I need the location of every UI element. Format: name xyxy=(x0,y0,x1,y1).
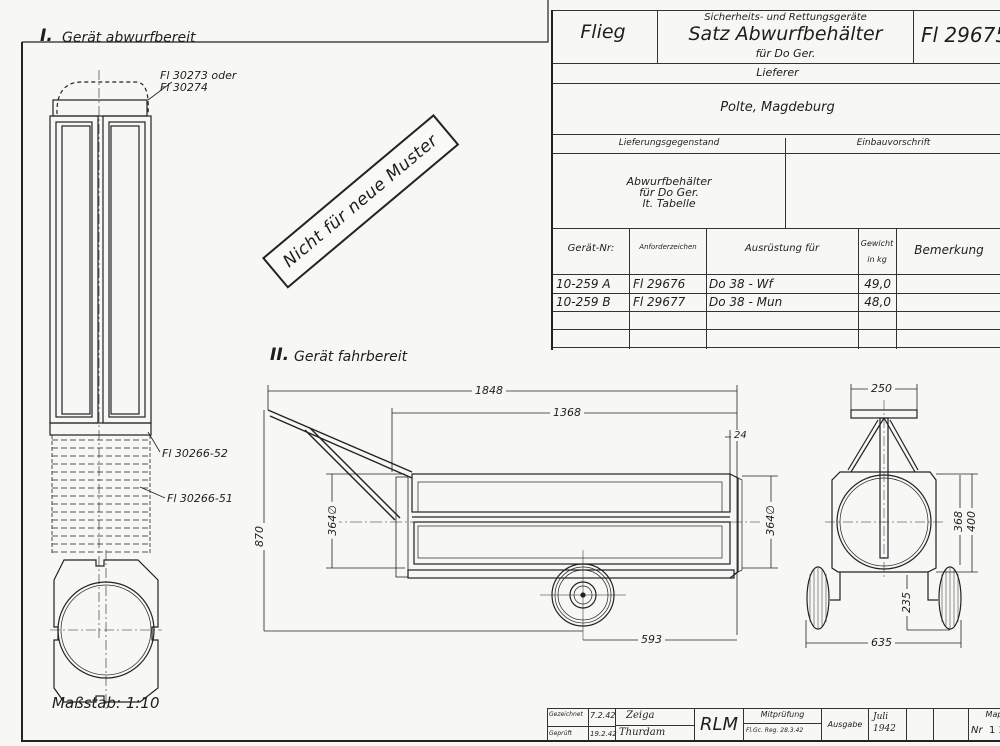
dim-handle-width: 250 xyxy=(868,382,895,395)
table-row: 10-259 A Fl 29676 Do 38 - Wf 49,0 xyxy=(553,275,1000,294)
col-request-code: Anforderzeichen xyxy=(639,243,697,251)
view1-numeral: I. xyxy=(40,26,53,46)
title-block-header: Flieg Sicherheits- und Rettungsgeräte Sa… xyxy=(553,10,1000,64)
title-cell: Sicherheits- und Rettungsgeräte Satz Abw… xyxy=(657,11,914,63)
title-main: Satz Abwurfbehälter xyxy=(688,23,883,45)
install-label: Einbauvorschrift xyxy=(856,138,931,148)
checked-label: Geprüft xyxy=(549,730,572,737)
checked-date: 19.2.42 xyxy=(590,730,617,738)
review-value: Fl.Gc. Reg. 28.3.42 xyxy=(746,727,804,734)
drawn-signature: Zeiga xyxy=(616,709,694,726)
dim-axle-offset: 593 xyxy=(638,633,665,646)
review-cell: Mitprüfung Fl.Gc. Reg. 28.3.42 xyxy=(744,709,822,741)
signatures: Zeiga Thurdam xyxy=(616,709,695,741)
dim-ground-clearance: 235 xyxy=(900,589,913,616)
delivery-header-row: Lieferungsgegenstand Einbauvorschrift xyxy=(553,135,1000,154)
label-bellows-51: Fl 30266-51 xyxy=(167,492,233,505)
checked-signature: Thurdam xyxy=(619,727,666,738)
table-cell: Fl 29677 xyxy=(633,295,686,309)
table-row xyxy=(553,329,1000,348)
folder-label: Mappe xyxy=(985,710,1000,719)
scale-label: Maßstab: 1:10 xyxy=(52,694,160,712)
table-row xyxy=(553,311,1000,330)
supplier-label-row: Lieferer xyxy=(553,63,1000,84)
dim-diameter-left: 364∅ xyxy=(325,502,339,539)
dim-body-length: 1368 xyxy=(550,406,584,419)
table-row: 10-259 B Fl 29677 Do 38 - Mun 48,0 xyxy=(553,293,1000,312)
category-label: Flieg xyxy=(580,21,626,43)
table-cell: Do 38 - Wf xyxy=(709,277,773,291)
folder-nr-label: Nr xyxy=(971,725,983,736)
col-divider xyxy=(706,229,707,349)
col-equipment-for: Ausrüstung für xyxy=(744,243,820,254)
delivery-line-1: Abwurfbehälter xyxy=(626,175,712,188)
view3-trailer-front xyxy=(806,400,962,630)
col-remark: Bemerkung xyxy=(914,243,984,257)
issue-label: Ausgabe xyxy=(822,709,869,741)
delivery-line-2: für Do Ger. xyxy=(639,186,699,199)
dim-diameter-right: 364∅ xyxy=(763,502,777,539)
dim-end-ring: 24 xyxy=(731,430,750,441)
dim-inner-height: 368 xyxy=(952,508,965,535)
col-divider xyxy=(858,229,859,349)
view1-title: Gerät abwurfbereit xyxy=(62,30,196,46)
col-device-nr: Gerät-Nr: xyxy=(567,243,615,254)
label-cap-part-alt: Fl 30274 xyxy=(160,81,208,94)
view2-title: Gerät fahrbereit xyxy=(294,349,408,365)
view2-wheel xyxy=(540,550,626,640)
view2-numeral: II. xyxy=(270,345,290,365)
dates: 7.2.42 19.2.42 xyxy=(589,709,617,741)
frame-top xyxy=(22,0,549,43)
drawn-label: Gezeichnet xyxy=(548,709,588,727)
delivery-row: Abwurfbehälter für Do Ger. lt. Tabelle xyxy=(553,154,1000,229)
dim-track-width: 635 xyxy=(868,636,895,649)
table-cell: 48,0 xyxy=(864,295,891,309)
issue-date: Juli 1942 xyxy=(869,709,907,741)
drawing-number: Fl 29675 xyxy=(921,23,1000,47)
label-cap-part: Fl 30273 oder xyxy=(160,69,237,82)
table-cell: 10-259 B xyxy=(556,295,611,309)
folder-cell: Mappe Nr 1 3 8 xyxy=(969,709,1000,741)
supplier-row: Polte, Magdeburg xyxy=(553,84,1000,135)
dim-height: 870 xyxy=(253,523,266,550)
view1-container xyxy=(49,70,173,640)
view2-trailer-side xyxy=(267,409,760,640)
table-header-row: Gerät-Nr: Anforderzeichen Ausrüstung für… xyxy=(553,229,1000,275)
dim-outer-height: 400 xyxy=(965,508,978,535)
title-sub: für Do Ger. xyxy=(755,47,816,60)
view1-cross-section xyxy=(50,550,162,712)
table-cell: Do 38 - Mun xyxy=(709,295,783,309)
blank-cell xyxy=(934,709,969,741)
equipment-table: Gerät-Nr: Anforderzeichen Ausrüstung für… xyxy=(553,229,1000,349)
drawn-checked-labels: Gezeichnet Geprüft xyxy=(548,709,589,741)
supplier-label: Lieferer xyxy=(756,66,799,79)
delivery-label: Lieferungsgegenstand xyxy=(553,138,786,153)
col-divider xyxy=(629,229,630,349)
folder-number: 1 3 8 xyxy=(989,725,1000,736)
authority-rlm: RLM xyxy=(695,709,744,741)
title-subtitle: Sicherheits- und Rettungsgeräte xyxy=(704,12,867,23)
table-cell: 49,0 xyxy=(864,277,891,291)
col-weight: Gewicht in kg xyxy=(860,239,894,264)
supplier-name: Polte, Magdeburg xyxy=(720,100,835,115)
label-bellows-52: Fl 30266-52 xyxy=(162,447,228,460)
table-cell: Fl 29676 xyxy=(633,277,686,291)
delivery-text-cell: Abwurfbehälter für Do Ger. lt. Tabelle xyxy=(553,154,786,228)
frame-left-bottom xyxy=(21,42,548,742)
blank-cell xyxy=(908,709,934,741)
delivery-line-3: lt. Tabelle xyxy=(642,197,696,210)
approval-strip: Gezeichnet Geprüft 7.2.42 19.2.42 Zeiga … xyxy=(547,708,1000,741)
drawn-date: 7.2.42 xyxy=(589,709,615,727)
dim-overall-length: 1848 xyxy=(472,384,506,397)
table-cell: 10-259 A xyxy=(556,277,611,291)
title-block: Flieg Sicherheits- und Rettungsgeräte Sa… xyxy=(551,10,1000,350)
col-divider xyxy=(896,229,897,349)
review-label: Mitprüfung xyxy=(744,709,821,724)
